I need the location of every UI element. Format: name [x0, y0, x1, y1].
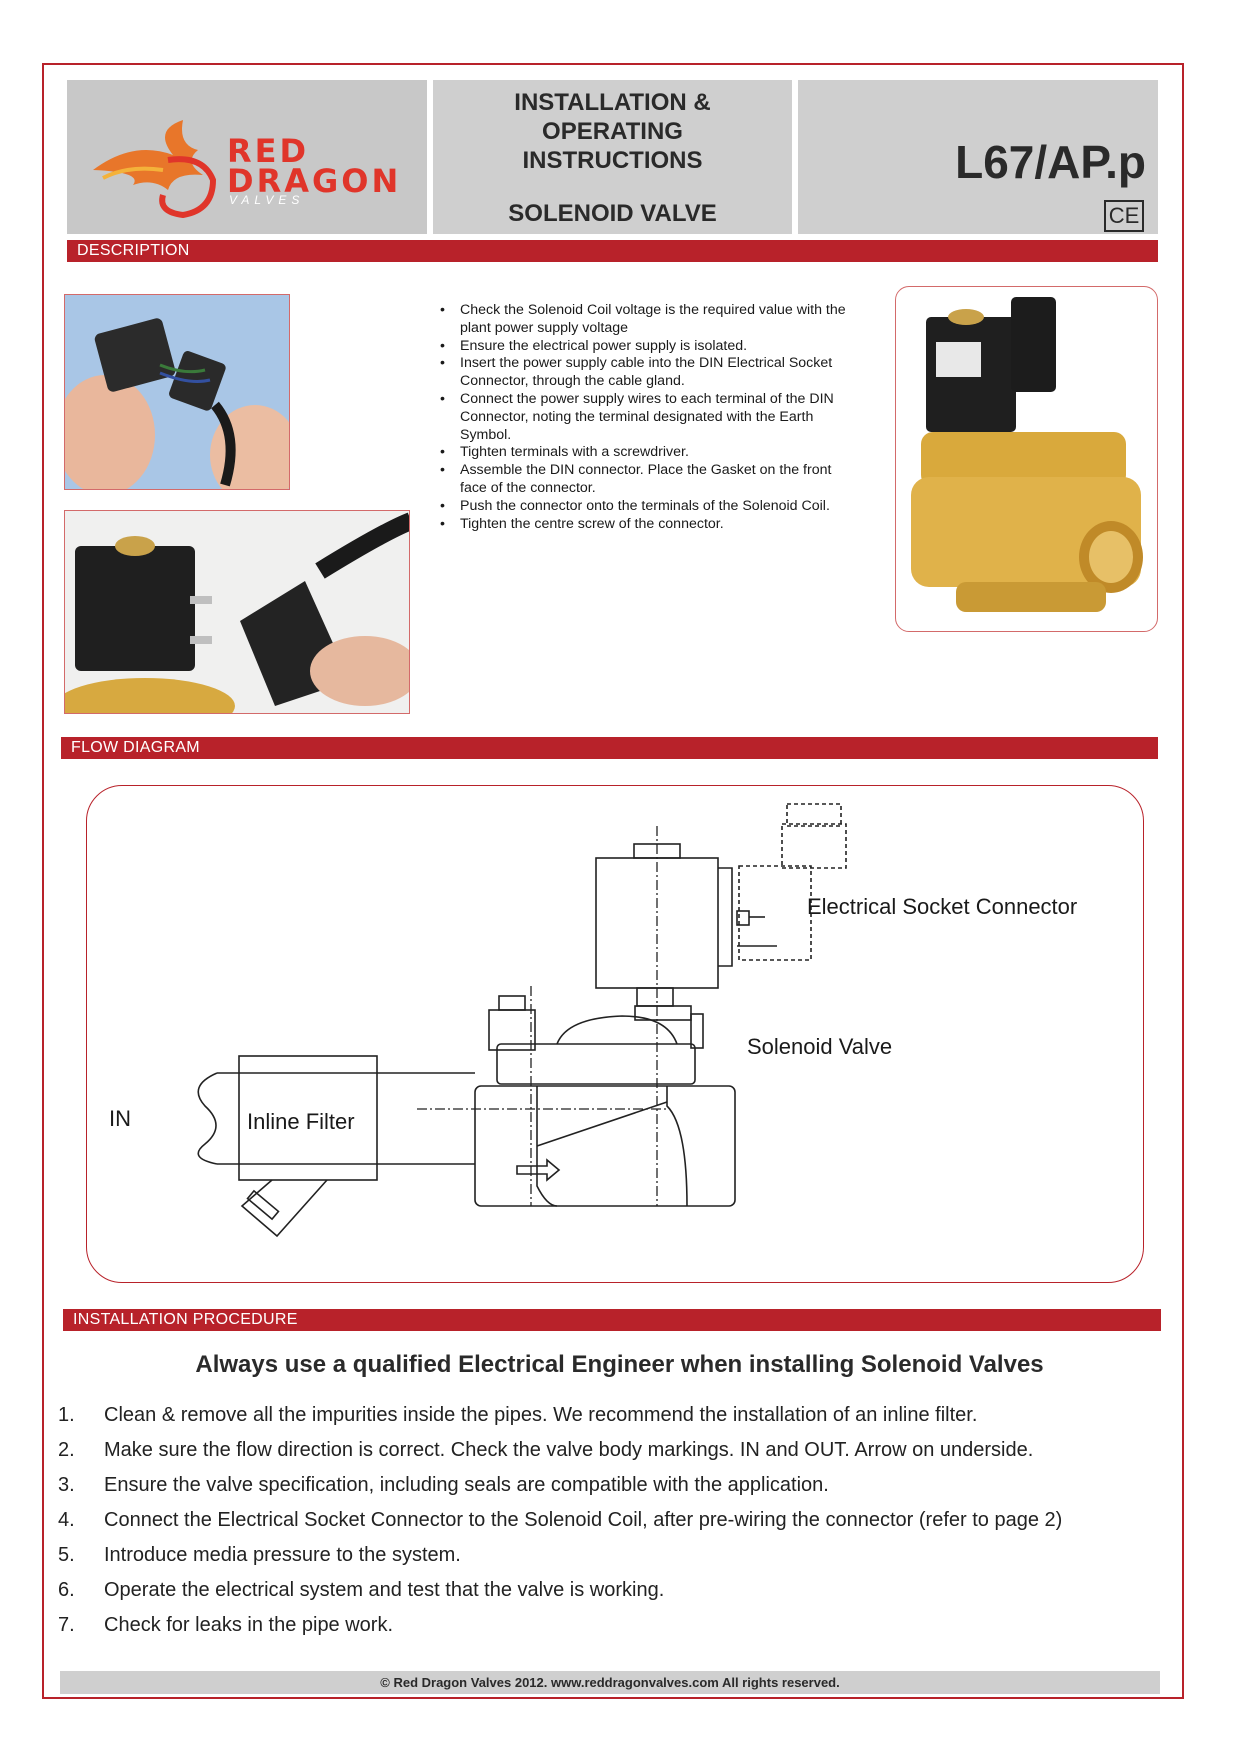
photo-coil-and-connector [64, 510, 410, 714]
photo-wiring-connector [64, 294, 290, 490]
logo-panel: RED DRAGON VALVES [67, 80, 427, 234]
document-title: INSTALLATION & OPERATING INSTRUCTIONS [514, 89, 711, 174]
flow-diagram-drawing [197, 803, 847, 1238]
description-steps: Check the Solenoid Coil voltage is the r… [438, 302, 848, 533]
list-item: Check the Solenoid Coil voltage is the r… [438, 302, 848, 338]
logo-wordmark: RED DRAGON [227, 132, 402, 200]
list-item: 1.Clean & remove all the impurities insi… [58, 1404, 978, 1426]
title-panel: INSTALLATION & OPERATING INSTRUCTIONS SO… [433, 80, 792, 234]
page-border [42, 63, 1184, 1699]
flow-diagram: Electrical Socket Connector Solenoid Val… [86, 785, 1144, 1283]
footer-copyright: © Red Dragon Valves 2012. www.reddragonv… [60, 1671, 1160, 1694]
installation-steps: 1.Clean & remove all the impurities insi… [56, 1404, 1186, 1649]
photo-solenoid-valve [895, 286, 1158, 632]
dragon-logo-icon [93, 120, 217, 219]
list-item: 5.Introduce media pressure to the system… [58, 1544, 461, 1566]
label-inline-filter: Inline Filter [247, 1109, 355, 1134]
safety-warning: Always use a qualified Electrical Engine… [195, 1351, 1044, 1378]
document-subtitle: SOLENOID VALVE [508, 200, 717, 227]
model-panel: L67/AP.p CE [798, 80, 1158, 234]
list-item: 6.Operate the electrical system and test… [58, 1579, 665, 1601]
list-item: 4.Connect the Electrical Socket Connecto… [58, 1509, 1063, 1531]
list-item: Ensure the electrical power supply is is… [438, 338, 848, 356]
list-item: Tighten terminals with a screwdriver. [438, 444, 848, 462]
section-bar-description: DESCRIPTION [67, 240, 1158, 262]
section-bar-installation: INSTALLATION PROCEDURE [63, 1309, 1161, 1331]
list-item: 7.Check for leaks in the pipe work. [58, 1614, 394, 1636]
list-item: Insert the power supply cable into the D… [438, 355, 848, 391]
list-item: Assemble the DIN connector. Place the Ga… [438, 462, 848, 498]
list-item: 3.Ensure the valve specification, includ… [58, 1474, 829, 1496]
label-solenoid-valve: Solenoid Valve [747, 1034, 893, 1059]
section-bar-flow: FLOW DIAGRAM [61, 737, 1158, 759]
list-item: 2.Make sure the flow direction is correc… [58, 1439, 1034, 1461]
list-item: Push the connector onto the terminals of… [438, 498, 848, 516]
ce-mark-icon: CE [1104, 200, 1144, 232]
list-item: Tighten the centre screw of the connecto… [438, 516, 848, 534]
list-item: Connect the power supply wires to each t… [438, 391, 848, 444]
label-in: IN [109, 1106, 131, 1131]
model-number: L67/AP.p [955, 136, 1146, 188]
logo-subtitle: VALVES [229, 193, 305, 207]
label-socket-connector: Electrical Socket Connector [807, 894, 1078, 919]
